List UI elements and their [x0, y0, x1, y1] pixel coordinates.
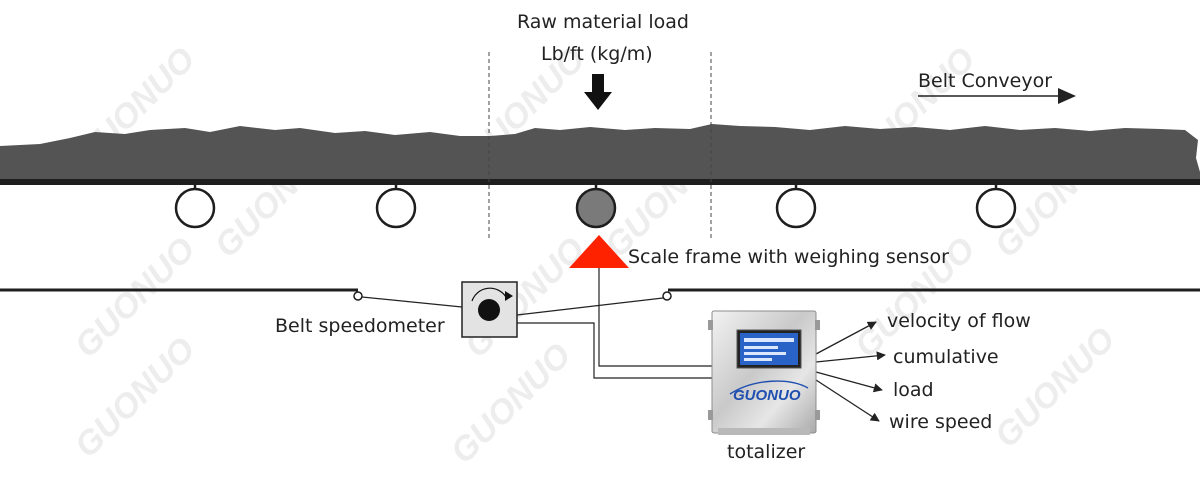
belt-speedometer-device [461, 281, 518, 338]
load-unit-label: Lb/ft (kg/m) [541, 43, 653, 65]
totalizer-label: totalizer [727, 441, 806, 463]
sensor-signal-wire [598, 268, 712, 367]
idler-roller [375, 187, 417, 229]
raw-material-layer [0, 124, 1200, 180]
output-arrow-cumulative [815, 351, 886, 363]
output-arrows [815, 321, 886, 422]
weigh-idler-roller [575, 187, 617, 229]
load-down-arrow-icon [584, 74, 612, 110]
belt-speedometer-label: Belt speedometer [275, 315, 445, 337]
totalizer-logo: GUONUO [733, 387, 801, 404]
idler-rollers [174, 185, 1017, 229]
watermark-logo: GUONUO [443, 336, 578, 471]
output-arrow-load [815, 371, 883, 393]
conveyor-belt [0, 179, 1200, 185]
output-arrow-wire-speed [815, 379, 880, 422]
totalizer-cabinet: GUONUO [708, 310, 820, 435]
return-pulley-right [662, 291, 672, 301]
speedometer-dial-icon [478, 299, 500, 321]
weighing-sensor-triangle [569, 235, 629, 268]
scale-frame-label: Scale frame with weighing sensor [628, 246, 949, 268]
speed-signal-wire [517, 322, 712, 379]
output-load: load [893, 379, 934, 401]
raw-material-load-label: Raw material load [517, 11, 689, 33]
belt-conveyor-label: Belt Conveyor [918, 70, 1053, 92]
output-velocity-of-flow: velocity of flow [887, 310, 1031, 332]
return-pulley-left [353, 291, 363, 301]
output-wire-speed: wire speed [889, 411, 993, 433]
idler-roller [174, 187, 216, 229]
watermark-logo: GUONUO [988, 320, 1123, 455]
idler-roller [975, 187, 1017, 229]
idler-roller [775, 187, 817, 229]
output-cumulative: cumulative [893, 346, 999, 368]
output-arrow-velocity [815, 321, 877, 355]
